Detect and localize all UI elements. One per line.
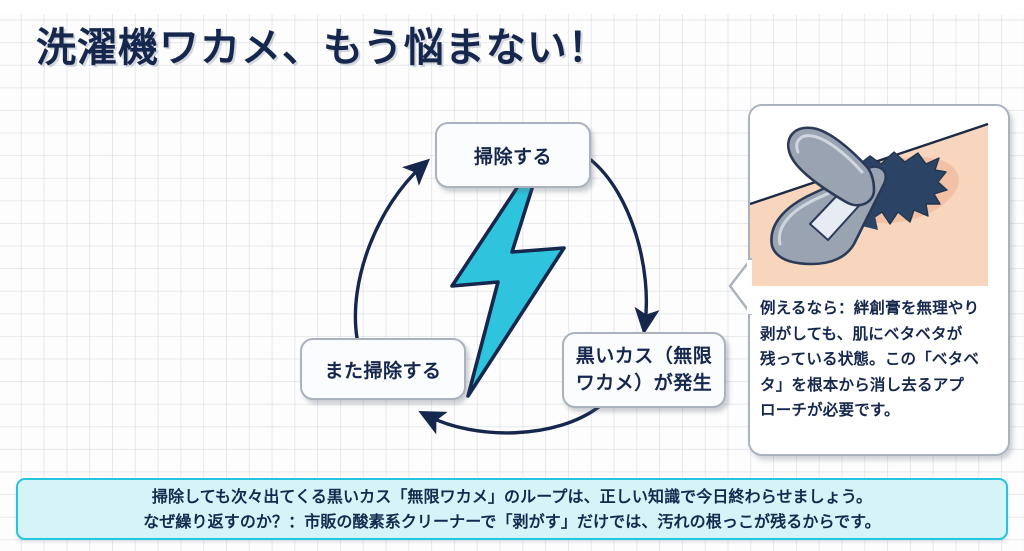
cycle-node-clean-again-label: また掃除する xyxy=(324,359,442,382)
top-white-margin xyxy=(0,0,1024,14)
cycle-arrows xyxy=(353,158,660,435)
callout-text-line-5: ローチが必要です。 xyxy=(760,401,900,419)
bandage-peeling-illustration xyxy=(750,106,1004,286)
arrow-right-downward xyxy=(589,158,660,335)
page-title: 洗濯機ワカメ、もう悩まない！ xyxy=(36,25,609,71)
arrow-left-upward xyxy=(353,158,431,340)
callout-text-line-2: 剥がしても、肌にベタベタが xyxy=(760,324,963,343)
callout-text: 例えるなら：絆創膏を無理やり 剥がしても、肌にベタベタが 残っている状態。この「… xyxy=(760,296,996,424)
cycle-node-clean-label: 掃除する xyxy=(473,145,552,168)
cycle-node-clean-again[interactable]: また掃除する xyxy=(300,338,466,400)
cycle-node-debris[interactable]: 黒いカス（無限 ワカメ）が発生 xyxy=(562,332,726,408)
cycle-node-clean[interactable]: 掃除する xyxy=(435,122,591,188)
callout-panel: 例えるなら：絆創膏を無理やり 剥がしても、肌にベタベタが 残っている状態。この「… xyxy=(748,104,1010,456)
callout-text-line-4: タ」を根本から消し去るアプ xyxy=(760,375,965,394)
callout-text-line-1: 例えるなら：絆創膏を無理やり xyxy=(760,299,980,317)
banner-line-1: 掃除しても次々出てくる黒いカス「無限ワカメ」のループは、正しい知識で今日終わらせ… xyxy=(151,487,873,506)
callout-tail-icon xyxy=(728,258,752,316)
cycle-node-debris-label-line2: ワカメ）が発生 xyxy=(575,372,713,394)
banner-line-2: なぜ繰り返すのか？：市販の酸素系クリーナーで「剥がす」だけでは、汚れの根っこが残… xyxy=(143,512,881,531)
arrow-bottom-leftward xyxy=(418,404,602,435)
cycle-node-debris-label-line1: 黒いカス（無限 xyxy=(575,345,713,367)
callout-text-line-3: 残っている状態。この「ベタベ xyxy=(760,350,980,368)
cycle-diagram: 掃除する 黒いカス（無限 ワカメ）が発生 また掃除する xyxy=(300,110,740,450)
bottom-banner: 掃除しても次々出てくる黒いカス「無限ワカメ」のループは、正しい知識で今日終わらせ… xyxy=(16,478,1008,540)
